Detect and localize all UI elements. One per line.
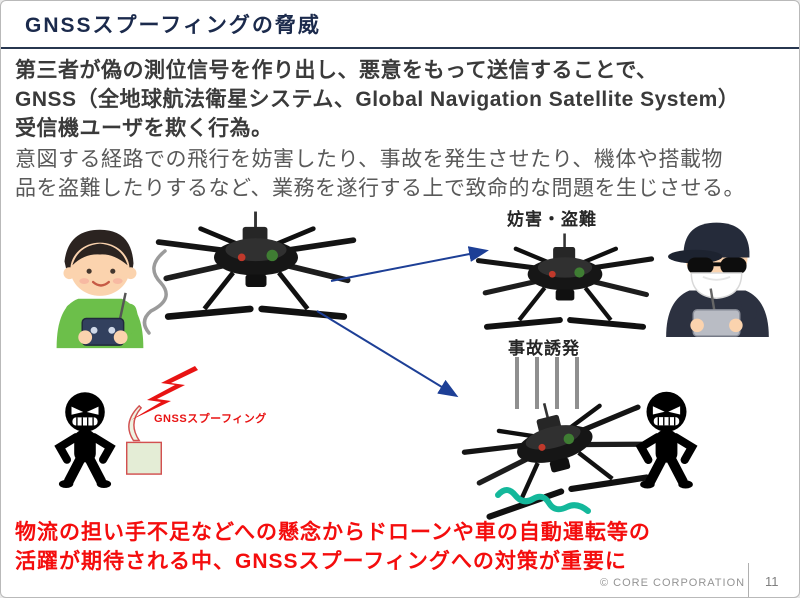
lightning-icon (131, 366, 198, 420)
falling-lines-icon (515, 357, 579, 409)
footer-divider (748, 563, 749, 597)
definition-line: 第三者が偽の測位信号を作り出し、悪意をもって送信することで、 (15, 59, 658, 82)
pilot-icon (56, 229, 144, 349)
definition-line: GNSS（全地球航法衛星システム、Global Navigation Satel… (15, 88, 740, 111)
villain-icon (54, 392, 116, 489)
description-line: 意図する経路での飛行を妨害したり、事故を発生させたり、機体や搭載物 (15, 148, 723, 171)
hijack-label: 妨害・盗難 (507, 210, 597, 229)
title-underline (1, 47, 799, 49)
radio-wave-icon (142, 249, 168, 335)
drone-icon (471, 225, 659, 337)
description-paragraph: 意図する経路での飛行を妨害したり、事故を発生させたり、機体や搭載物 品を盗難した… (15, 145, 745, 203)
water-wave-icon (495, 487, 591, 514)
accident-label: 事故誘発 (508, 339, 580, 358)
definition-paragraph: 第三者が偽の測位信号を作り出し、悪意をもって送信することで、 GNSS（全地球航… (15, 56, 739, 143)
spoofing-label: GNSSスプーフィング (154, 413, 267, 425)
page-title: GNSSスプーフィングの脅威 (25, 14, 321, 37)
definition-line: 受信機ユーザを欺く行為。 (15, 117, 273, 140)
thief-icon (666, 222, 769, 337)
page-number: 11 (765, 574, 779, 589)
spoofing-device-icon (126, 404, 162, 475)
arrow-icon (316, 246, 489, 398)
conclusion-line: 物流の担い手不足などへの懸念からドローンや車の自動運転等の (15, 521, 651, 544)
conclusion-line: 活躍が期待される中、GNSSスプーフィングへの対策が重要に (15, 550, 627, 573)
conclusion-paragraph: 物流の担い手不足などへの懸念からドローンや車の自動運転等の 活躍が期待される中、… (15, 518, 651, 576)
description-line: 品を盗難したりするなど、業務を遂行する上で致命的な問題を生じさせる。 (15, 177, 745, 200)
footer-copyright: © CORE CORPORATION (600, 577, 746, 589)
villain-icon (635, 391, 698, 489)
